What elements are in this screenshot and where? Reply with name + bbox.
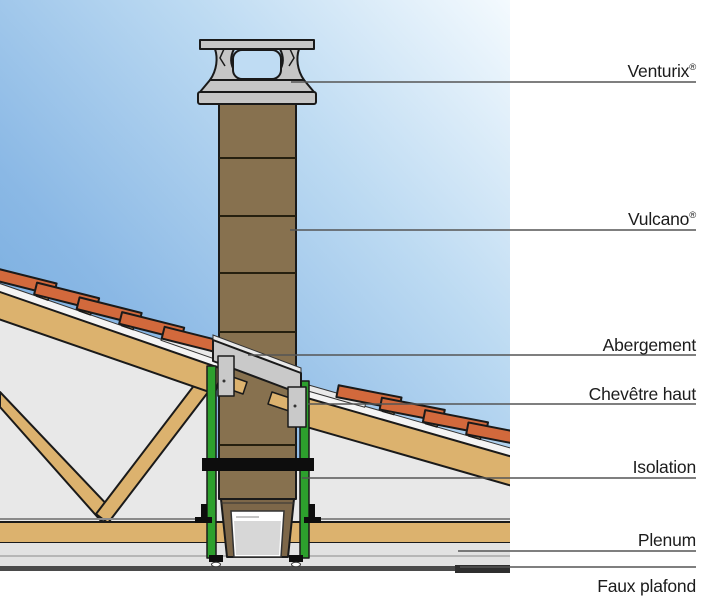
label-chevetre-haut: Chevêtre haut: [588, 383, 697, 404]
cap-base: [197, 91, 317, 105]
cap-crack: [219, 48, 226, 67]
registered-mark: ®: [689, 62, 696, 73]
screw: [222, 379, 226, 383]
roof-tiles-left: [0, 266, 226, 355]
roof-slope-left: [0, 266, 227, 395]
plenum-hood: [220, 498, 295, 558]
cap-top-plate: [199, 39, 315, 50]
cap-crack: [288, 48, 295, 67]
false-ceiling: [0, 565, 510, 573]
roof-slope-right: [298, 384, 510, 487]
post-feet: [209, 555, 303, 568]
flashing-plate: [287, 386, 307, 428]
cap-air-opening: [232, 49, 282, 80]
label-isolation: Isolation: [632, 456, 697, 477]
roof-tile: [465, 421, 510, 448]
label-faux-plafond: Faux plafond: [597, 575, 696, 596]
label-abergement: Abergement: [602, 334, 697, 355]
insulation-band: [202, 458, 314, 471]
chimney-cap-venturix: [197, 39, 317, 105]
label-plenum: Plenum: [637, 529, 696, 550]
label-vulcano: Vulcano®: [627, 208, 696, 229]
flue-vulcano: [218, 103, 297, 500]
flashing-plate: [217, 355, 235, 397]
screw: [293, 404, 297, 408]
flashing-abergement: [212, 334, 307, 428]
registered-mark: ®: [689, 210, 696, 221]
fixing-brackets: [195, 504, 321, 523]
label-venturix: Venturix®: [627, 60, 697, 81]
leader-lines: [248, 81, 696, 568]
